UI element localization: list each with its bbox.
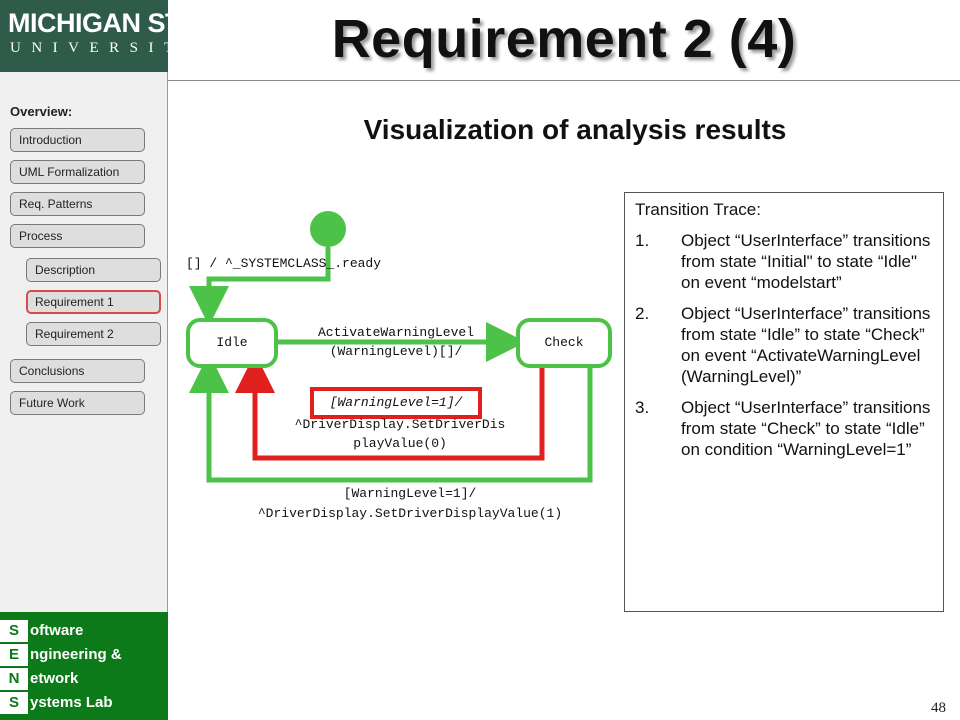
- page-number: 48: [931, 700, 946, 716]
- nav-requirement-2[interactable]: Requirement 2: [26, 322, 161, 346]
- red-action-line2: ^DriverDisplay.SetDriverDis: [294, 417, 506, 432]
- activate-label-line1: ActivateWarningLevel: [317, 325, 475, 340]
- state-check: Check: [516, 318, 612, 368]
- lab-word-network: etwork: [30, 670, 79, 687]
- bottom-action-line2: ^DriverDisplay.SetDriverDisplayValue(1): [257, 506, 563, 521]
- sens-lab-banner: S oftware E ngineering & N etwork S yste…: [0, 612, 168, 720]
- header-divider: [168, 80, 960, 81]
- trace-item-text: Object “UserInterface” transitions from …: [681, 304, 931, 386]
- lab-word-software: oftware: [30, 622, 84, 639]
- transition-check-to-idle-green: [189, 353, 593, 483]
- trace-item-number: 1.: [635, 231, 650, 250]
- sidebar: MICHIGAN STATE UNIVERSITY Overview: Intr…: [0, 0, 230, 720]
- trace-item-text: Object “UserInterface” transitions from …: [681, 231, 931, 292]
- trace-item-number: 3.: [635, 398, 650, 417]
- slide-subtitle: Visualization of analysis results: [363, 114, 787, 145]
- msu-logo: MICHIGAN STATE UNIVERSITY: [0, 0, 230, 72]
- initial-transition-label: [] / ^_SYSTEMCLASS_.ready: [186, 256, 382, 271]
- initial-transition: [189, 247, 331, 326]
- bottom-guard-line1: [WarningLevel=1]/: [343, 486, 477, 501]
- trace-item: 2. Object “UserInterface” transitions fr…: [635, 303, 935, 387]
- transition-trace-panel: Transition Trace: 1. Object “UserInterfa…: [624, 192, 944, 612]
- slide-title: Requirement 2 (4): [331, 9, 797, 69]
- nav-description[interactable]: Description: [26, 258, 161, 282]
- trace-item-text: Object “UserInterface” transitions from …: [681, 398, 931, 459]
- lab-letter-s2: S: [0, 692, 28, 714]
- red-action-line3: playValue(0): [353, 436, 447, 451]
- nav-requirement-1[interactable]: Requirement 1: [26, 290, 161, 314]
- trace-item-number: 2.: [635, 304, 650, 323]
- nav-future-work[interactable]: Future Work: [10, 391, 145, 415]
- lab-letter-e: E: [0, 644, 28, 666]
- nav-conclusions[interactable]: Conclusions: [10, 359, 145, 383]
- red-guard-highlight: [WarningLevel=1]/: [310, 387, 482, 419]
- nav-req-patterns[interactable]: Req. Patterns: [10, 192, 145, 216]
- transition-check-to-idle-red: [235, 353, 545, 461]
- logo-line1: MICHIGAN STATE: [8, 8, 230, 38]
- lab-word-systems: ystems Lab: [30, 694, 113, 711]
- nav-uml-formalization[interactable]: UML Formalization: [10, 160, 145, 184]
- state-idle: Idle: [186, 318, 278, 368]
- logo-line2: UNIVERSITY: [10, 40, 205, 56]
- trace-item: 3. Object “UserInterface” transitions fr…: [635, 397, 935, 460]
- nav-process[interactable]: Process: [10, 224, 145, 248]
- initial-state-dot: [310, 211, 346, 247]
- lab-word-engineering: ngineering &: [30, 646, 122, 663]
- lab-letter-s: S: [0, 620, 28, 642]
- activate-label-line2: (WarningLevel)[]/: [329, 344, 463, 359]
- nav-introduction[interactable]: Introduction: [10, 128, 145, 152]
- lab-letter-n: N: [0, 668, 28, 690]
- trace-item: 1. Object “UserInterface” transitions fr…: [635, 230, 935, 293]
- overview-heading: Overview:: [10, 104, 73, 119]
- trace-title: Transition Trace:: [635, 200, 761, 219]
